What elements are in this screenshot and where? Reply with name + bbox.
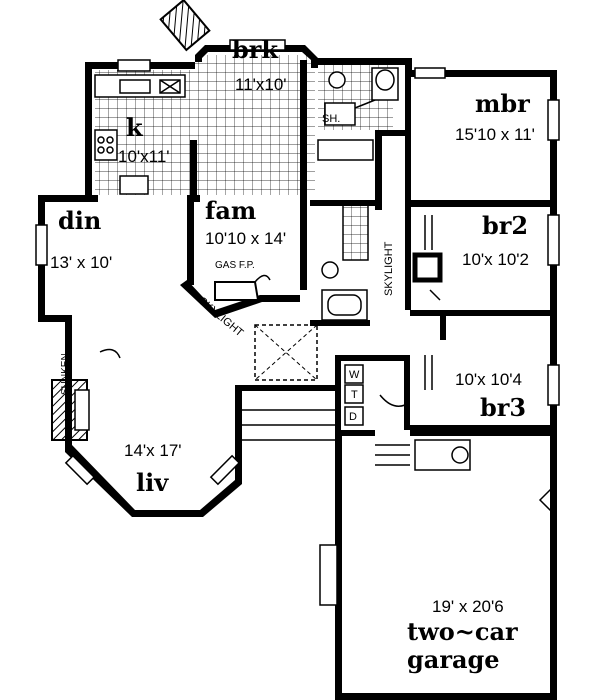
- label-sunken: SUNKEN: [60, 353, 71, 395]
- room-name-brk: brk: [232, 35, 279, 64]
- room-dims-k: 10'x11': [118, 147, 170, 166]
- bath-fixtures: [321, 67, 399, 321]
- room-name-br3: br3: [480, 393, 526, 422]
- closets: [317, 139, 433, 390]
- room-dims-br2: 10'x 10'2: [462, 250, 529, 269]
- room-name-fam: fam: [205, 196, 256, 225]
- label-skylight-hall: SKYLIGHT: [196, 295, 246, 339]
- skylight-hall: [254, 324, 318, 381]
- room-name-din: din: [58, 206, 101, 235]
- laundry: [344, 364, 364, 426]
- room-dims-br3: 10'x 10'4: [455, 370, 522, 389]
- room-dims-mbr: 15'10 x 11': [455, 125, 535, 144]
- label-shower: SH.: [322, 113, 340, 125]
- room-name-k: k: [126, 113, 144, 142]
- label-gas-fp: GAS F.P.: [215, 260, 255, 271]
- label-dryer: D: [349, 411, 357, 423]
- room-name-liv: liv: [136, 468, 169, 497]
- doors: [99, 289, 553, 514]
- fireplace-living: [51, 379, 90, 441]
- label-skylight-bath: SKYLIGHT: [383, 241, 395, 296]
- room-dims-fam: 10'10 x 14': [205, 229, 286, 248]
- interior-walls: [180, 60, 555, 435]
- room-dims-brk: 11'x10': [235, 75, 287, 94]
- room-name-garage-line1: two~car: [407, 617, 518, 646]
- label-tub: T: [351, 389, 358, 401]
- fireplace-family: [214, 274, 271, 301]
- label-washer: W: [349, 369, 360, 381]
- chimney: [159, 0, 211, 52]
- room-dims-din: 13' x 10': [50, 253, 112, 272]
- room-name-br2: br2: [482, 211, 528, 240]
- steps: [242, 409, 471, 471]
- windows: [35, 39, 560, 606]
- kitchen-fixtures: [94, 74, 186, 195]
- room-name-garage-line2: garage: [407, 645, 500, 674]
- room-dims-garage: 19' x 20'6: [432, 597, 504, 616]
- room-dims-liv: 14'x 17': [124, 441, 182, 460]
- room-name-mbr: mbr: [475, 89, 530, 118]
